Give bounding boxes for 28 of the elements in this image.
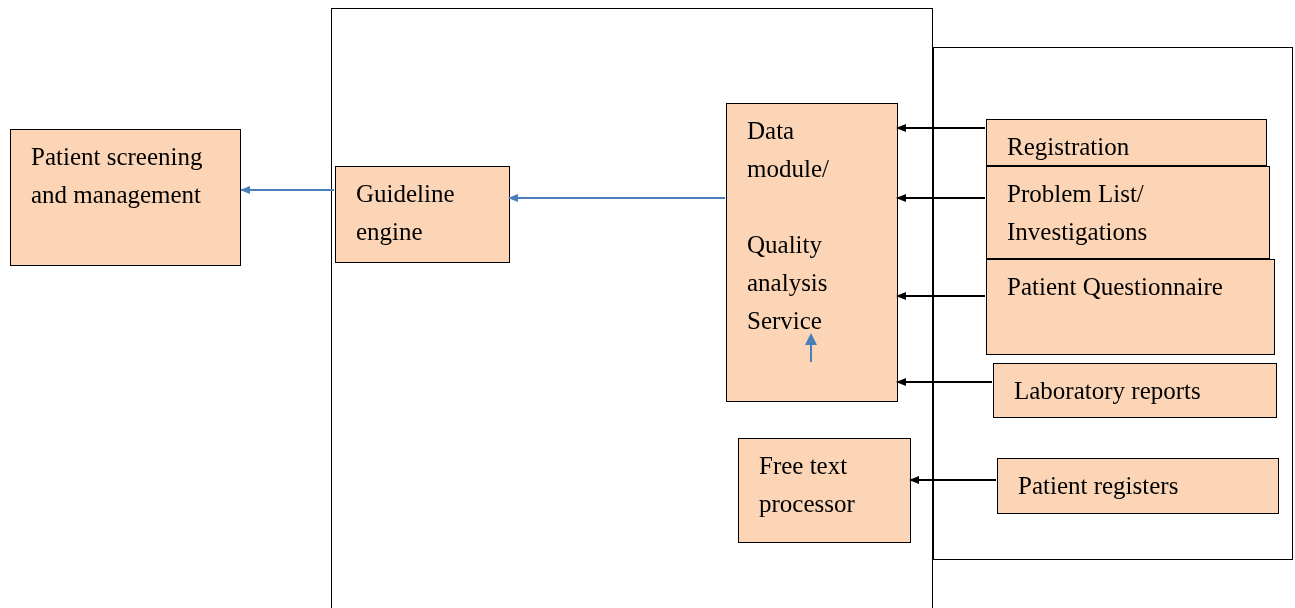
container-box <box>331 8 933 608</box>
process-box <box>993 363 1277 418</box>
process-box <box>10 129 241 266</box>
box-text: Problem List/ Investigations <box>1007 179 1149 247</box>
box-text: Free text processor <box>759 451 856 519</box>
box-text: Guideline engine <box>356 179 456 247</box>
box-text: Patient screening and management <box>31 142 204 210</box>
arrow <box>508 194 726 202</box>
arrow <box>896 292 986 300</box>
process-box <box>726 103 898 402</box>
process-box <box>986 166 1270 259</box>
box-text: Registration <box>1007 132 1131 162</box>
container-box <box>933 47 1293 560</box>
box-text: Quality analysis Service <box>747 230 829 336</box>
process-box <box>986 119 1267 166</box>
box-text: Patient Questionnaire <box>1007 272 1224 302</box>
arrow <box>896 378 993 386</box>
box-text: Data module/ <box>747 116 830 184</box>
process-box <box>738 438 911 543</box>
arrow <box>896 124 986 132</box>
box-text: Laboratory reports <box>1014 376 1202 406</box>
process-box <box>335 166 510 263</box>
process-box <box>986 259 1275 355</box>
process-box <box>997 458 1279 514</box>
arrow <box>240 186 335 194</box>
arrow <box>909 476 997 484</box>
box-text: Patient registers <box>1018 471 1180 501</box>
arrow <box>896 194 986 202</box>
